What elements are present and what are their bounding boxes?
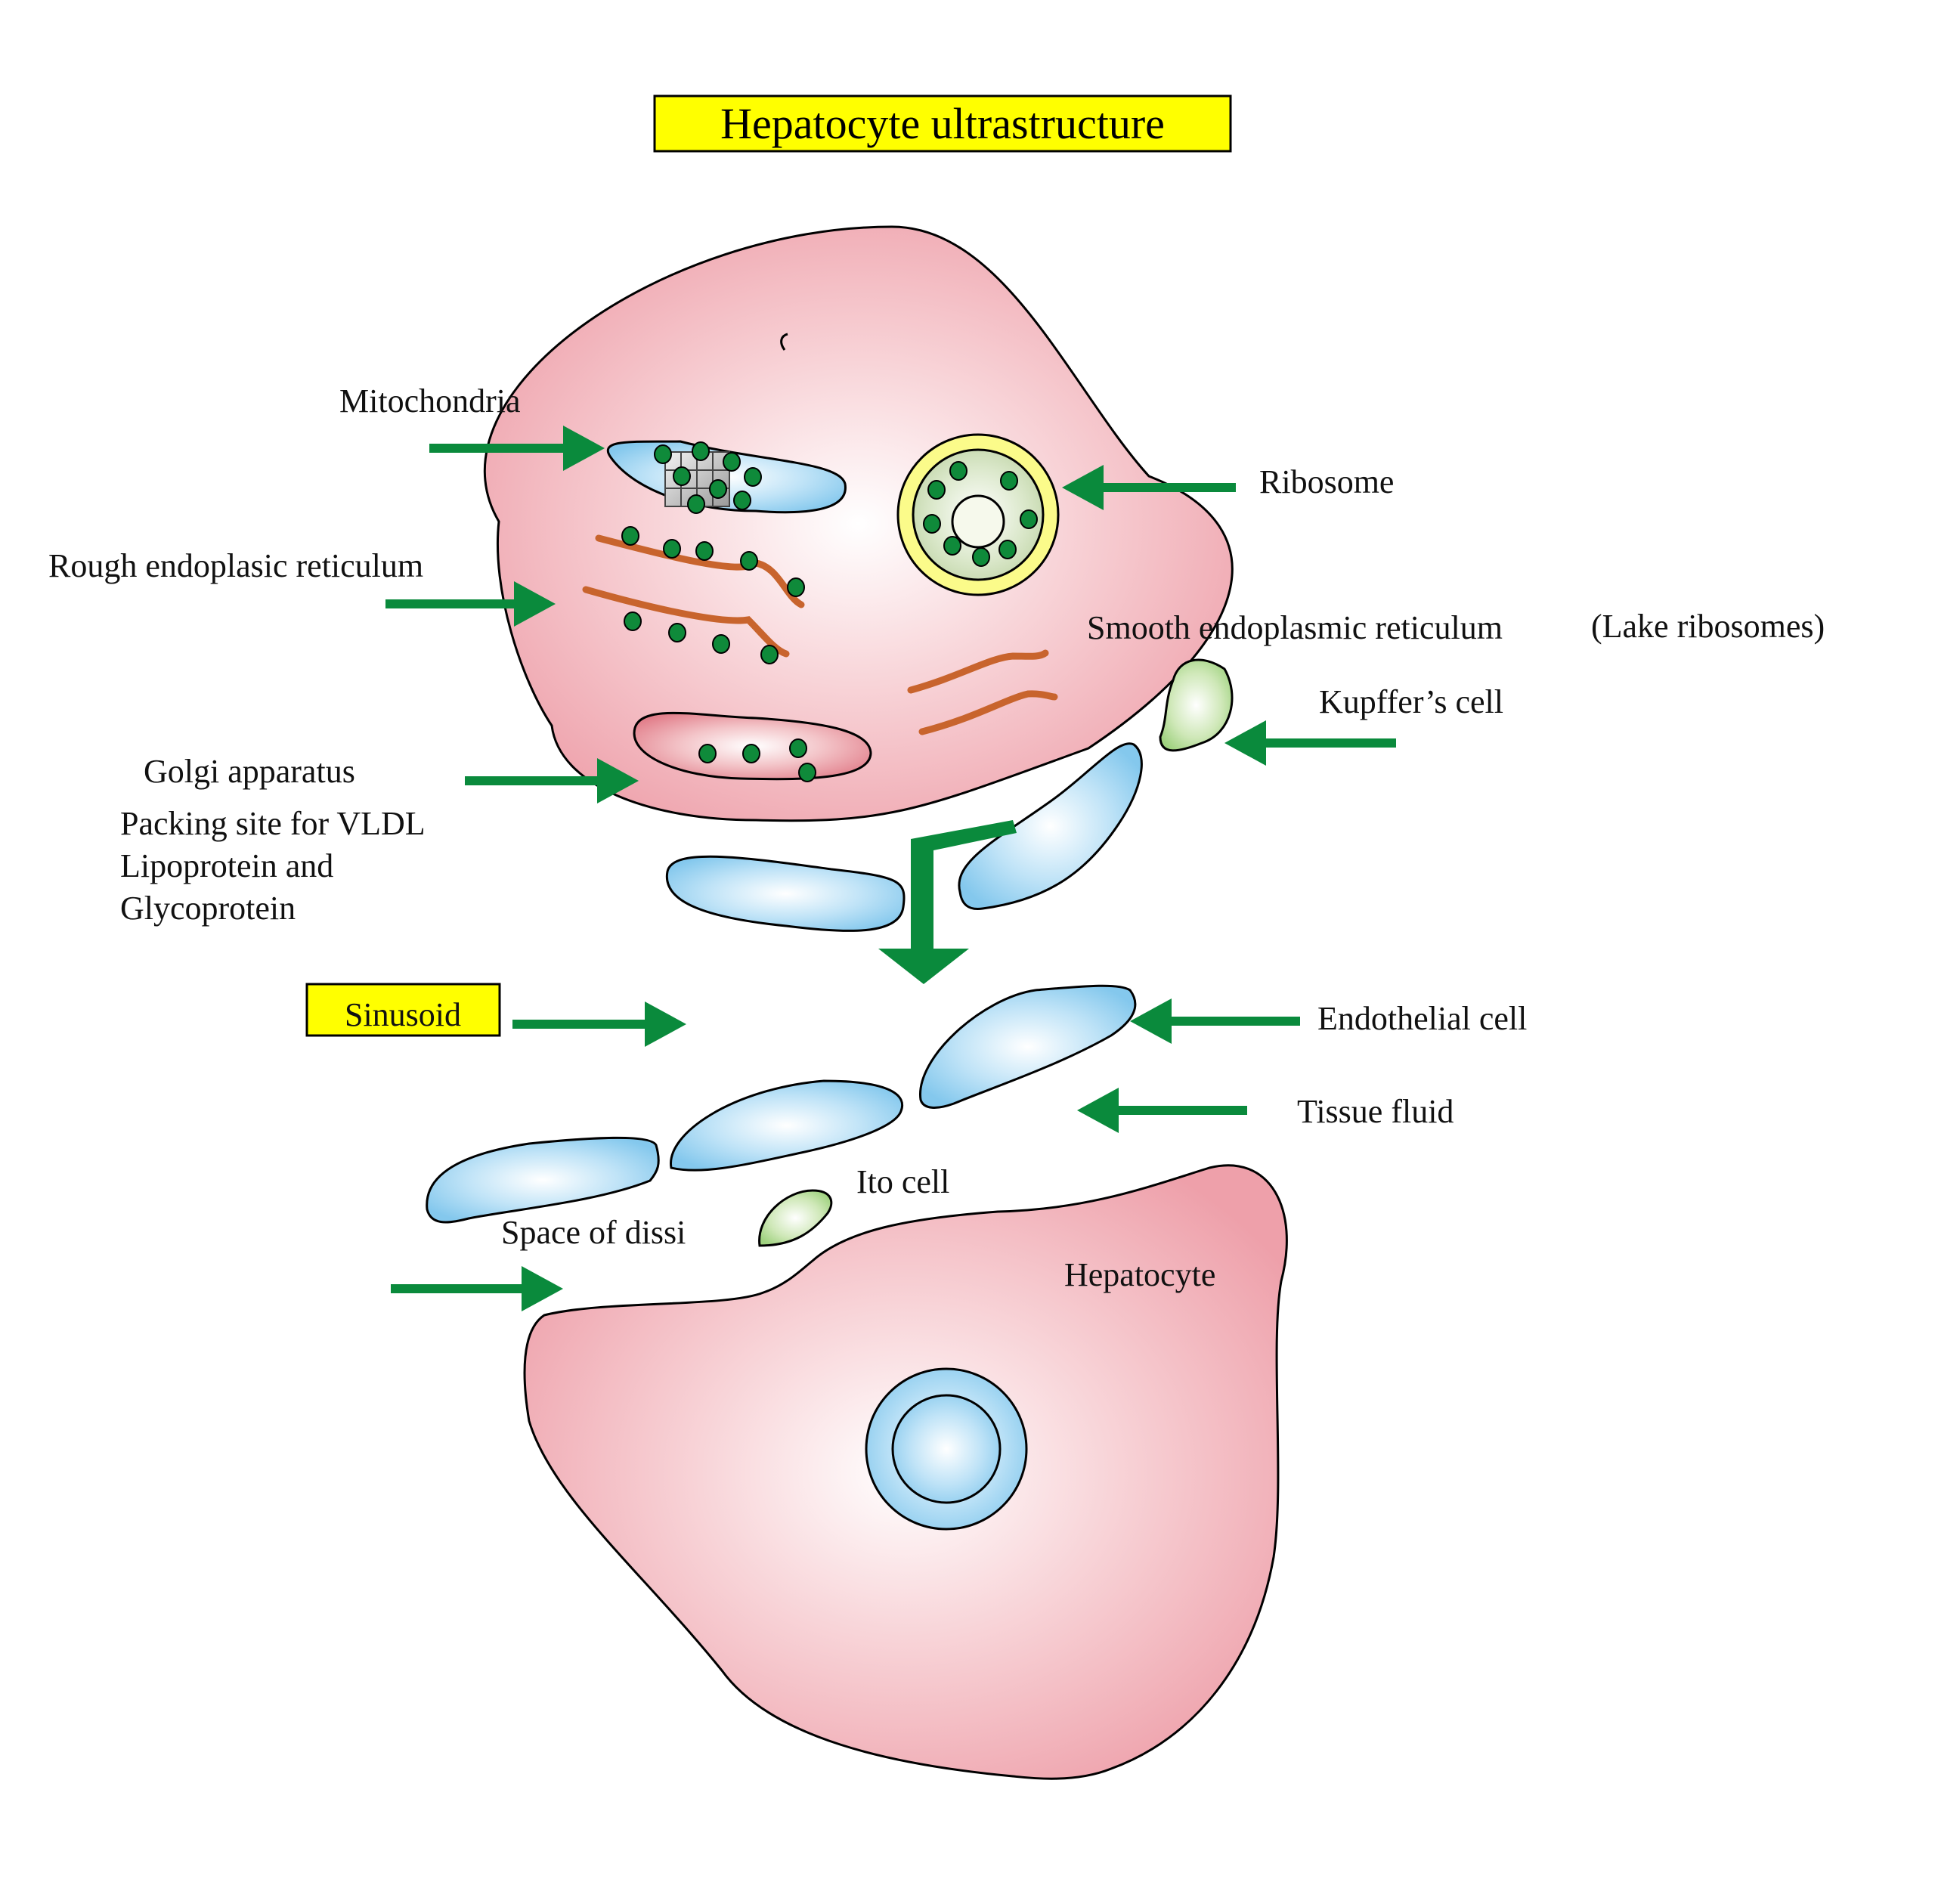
ribosome-label: Ribosome [1259, 463, 1394, 500]
endothelial-cell-label: Endothelial cell [1317, 1000, 1527, 1037]
smooth-er-strand-2 [918, 690, 1058, 735]
tissue-fluid-label: Tissue fluid [1297, 1093, 1454, 1130]
sinusoid-label: Sinusoid [345, 996, 461, 1033]
diagram-title: Hepatocyte ultrastructure [720, 99, 1165, 148]
sinusoid-arrow [512, 1002, 686, 1047]
endothelial-cell-upper-right [958, 742, 1143, 911]
space-of-dissi-arrow [391, 1266, 563, 1311]
endothelial-cell-upper-left [665, 855, 906, 932]
mitochondria-label: Mitochondria [339, 382, 521, 419]
golgi-description-line-1: Packing site for VLDL [120, 805, 426, 842]
rough-er-label: Rough endoplasic reticulum [48, 547, 423, 584]
mitochondria-granules [654, 441, 762, 514]
golgi-description-line-3: Glycoprotein [120, 890, 296, 927]
smooth-er-label: Smooth endoplasmic reticulum [1087, 609, 1503, 646]
endothelial-cell-2 [670, 1079, 903, 1172]
ito-cell [758, 1189, 833, 1247]
sinusoid-label-box [305, 983, 501, 1037]
upper-hepatocyte-cell [483, 225, 1234, 822]
hepatocyte-nucleolus [891, 1394, 1002, 1504]
lake-ribosomes-label: (Lake ribosomes) [1591, 608, 1825, 645]
kupffer-cell-label: Kupffer’s cell [1319, 683, 1503, 720]
golgi-arrow [465, 758, 639, 803]
rough-er-strand-2 [582, 586, 790, 658]
title-box [653, 94, 1232, 153]
mitochondria-arrow [429, 426, 605, 471]
rough-er-arrow [385, 581, 556, 627]
hepatocyte-label: Hepatocyte [1064, 1256, 1215, 1293]
golgi-granules [698, 738, 816, 782]
ito-cell-label: Ito cell [856, 1163, 949, 1200]
cell-marking [780, 333, 788, 351]
kupffer-cell-arrow [1224, 720, 1396, 766]
endothelial-cell-1 [426, 1136, 660, 1224]
kupffer-cell [1159, 658, 1234, 752]
sinusoid-flow-arrow [878, 820, 1017, 984]
ribosome-granules [923, 461, 1038, 567]
golgi-apparatus-label: Golgi apparatus [144, 753, 355, 790]
rough-er-granules [621, 526, 805, 664]
smooth-er-strand-1 [907, 649, 1049, 694]
ribosome-arrow [1062, 465, 1236, 510]
space-of-dissi-label: Space of dissi [501, 1214, 686, 1251]
endothelial-cell-3 [919, 984, 1137, 1109]
ribosome-center [951, 494, 1005, 549]
tissue-fluid-arrow [1077, 1088, 1247, 1133]
endothelial-cell-arrow [1130, 998, 1300, 1044]
golgi-description-line-2: Lipoprotein and [120, 847, 333, 884]
